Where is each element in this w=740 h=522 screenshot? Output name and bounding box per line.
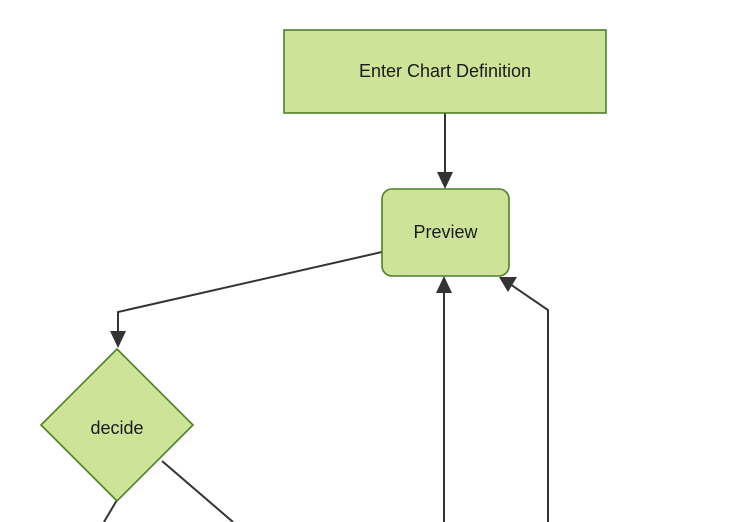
- node-label-preview: Preview: [413, 222, 478, 242]
- edge-line: [117, 251, 383, 339]
- edge-line: [506, 281, 549, 522]
- arrowhead-icon: [436, 276, 452, 293]
- edge-enter-to-preview: [437, 113, 453, 189]
- node-enter-chart-definition[interactable]: Enter Chart Definition: [283, 29, 607, 114]
- node-decide[interactable]: decide: [39, 347, 195, 503]
- edge-line: [161, 460, 234, 522]
- arrowhead-icon: [110, 331, 126, 348]
- edge-decide-right-branch: [161, 460, 234, 522]
- arrowhead-icon: [437, 172, 453, 189]
- node-preview[interactable]: Preview: [381, 188, 510, 277]
- arrowhead-icon: [499, 277, 517, 292]
- edge-line: [103, 499, 118, 522]
- node-rectangle[interactable]: [283, 29, 607, 114]
- node-rounded-rectangle[interactable]: [381, 188, 510, 277]
- node-label-decide: decide: [90, 418, 143, 438]
- edge-into-preview-bottom: [436, 276, 452, 522]
- edge-preview-to-decide: [110, 251, 383, 348]
- node-diamond[interactable]: [39, 347, 195, 503]
- edge-decide-left-branch: [103, 499, 118, 522]
- edge-into-preview-bottom-right: [499, 277, 549, 522]
- node-label-enter-chart-definition: Enter Chart Definition: [359, 61, 531, 81]
